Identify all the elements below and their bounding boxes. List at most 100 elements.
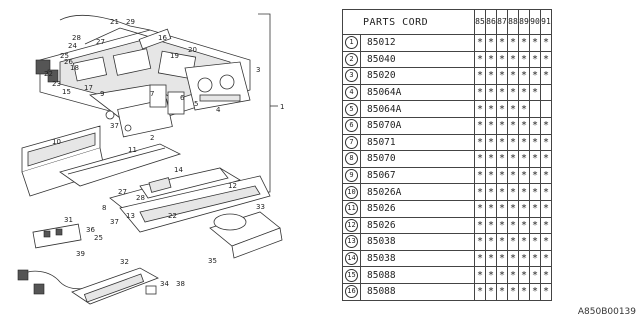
year-mark: * xyxy=(474,166,486,185)
callout: 2 xyxy=(150,134,154,142)
group-bracket xyxy=(258,13,271,193)
year-mark: * xyxy=(474,233,486,251)
year-mark: * xyxy=(518,50,530,69)
year-mark: * xyxy=(496,150,508,168)
year-mark: * xyxy=(507,166,519,185)
callout: 8 xyxy=(102,204,106,212)
year-mark: * xyxy=(540,199,552,218)
callout: 34 xyxy=(160,280,169,288)
callout: 31 xyxy=(64,216,73,224)
part-code: 85040 xyxy=(360,50,475,69)
year-mark: * xyxy=(529,166,541,185)
year-mark: * xyxy=(518,116,530,135)
row-number: 2 xyxy=(342,50,361,69)
year-mark: * xyxy=(496,50,508,69)
year-mark: * xyxy=(496,34,508,52)
year-mark: * xyxy=(540,166,552,185)
callout: 36 xyxy=(86,226,95,234)
glass-11 xyxy=(59,143,182,187)
year-mark: * xyxy=(485,216,497,235)
year-mark: * xyxy=(485,233,497,251)
callout: 5 xyxy=(194,100,198,108)
year-mark: * xyxy=(496,100,508,118)
callout: 15 xyxy=(62,88,71,96)
year-mark: * xyxy=(529,34,541,52)
year-mark: * xyxy=(540,216,552,235)
year-mark: * xyxy=(496,67,508,85)
year-mark: * xyxy=(518,166,530,185)
callout: 37 xyxy=(110,218,119,226)
switch-31 xyxy=(32,223,82,249)
row-number: 3 xyxy=(342,67,361,85)
callout: 22 xyxy=(168,212,177,220)
callout: 21 xyxy=(110,18,119,26)
year-mark: * xyxy=(496,282,508,301)
row-number: 4 xyxy=(342,83,361,102)
year-mark: * xyxy=(474,282,486,301)
header-year: 88 xyxy=(507,9,519,35)
row-number: 6 xyxy=(342,116,361,135)
year-mark: * xyxy=(485,116,497,135)
year-mark: * xyxy=(540,116,552,135)
year-mark: * xyxy=(507,249,519,268)
year-mark: * xyxy=(496,199,508,218)
year-mark: * xyxy=(507,83,519,102)
harness-32 xyxy=(17,267,159,305)
callout: 28 xyxy=(136,194,145,202)
callout: 26 xyxy=(64,58,73,66)
callout: 7 xyxy=(150,90,154,98)
year-mark: * xyxy=(529,282,541,301)
year-mark: * xyxy=(496,249,508,268)
header-year: 86 xyxy=(485,9,497,35)
row-number: 16 xyxy=(342,282,361,301)
panel-10 xyxy=(21,125,106,197)
year-mark: * xyxy=(529,116,541,135)
year-mark: * xyxy=(474,83,486,102)
callout: 38 xyxy=(176,280,185,288)
part-code: 85012 xyxy=(360,34,475,52)
year-mark: * xyxy=(485,100,497,118)
table-header-row: PARTS CORD 85 86 87 88 89 90 91 xyxy=(342,9,552,35)
year-mark: * xyxy=(485,266,497,284)
year-mark: * xyxy=(496,83,508,102)
year-mark: * xyxy=(507,100,519,118)
callout: 37 xyxy=(110,122,119,130)
callout: 11 xyxy=(128,146,137,154)
year-mark: * xyxy=(540,233,552,251)
year-mark: * xyxy=(485,199,497,218)
year-mark: * xyxy=(518,282,530,301)
year-mark: * xyxy=(540,249,552,268)
year-mark: * xyxy=(529,199,541,218)
year-mark: * xyxy=(529,150,541,168)
exploded-parts-diagram: 21 29 16 28 24 27 19 20 3 25 26 18 22 23… xyxy=(17,13,284,305)
part-code: 85088 xyxy=(360,282,475,301)
part-code: 85067 xyxy=(360,166,475,185)
callout: 28 xyxy=(72,34,81,42)
year-mark: * xyxy=(540,67,552,85)
row-number: 8 xyxy=(342,150,361,168)
row-number: 5 xyxy=(342,100,361,118)
year-mark: * xyxy=(540,34,552,52)
year-mark: * xyxy=(474,50,486,69)
unit-33 xyxy=(209,211,283,259)
callout: 25 xyxy=(94,234,103,242)
header-year: 87 xyxy=(496,9,508,35)
year-mark: * xyxy=(529,67,541,85)
year-mark: * xyxy=(474,183,486,201)
year-mark: * xyxy=(518,83,530,102)
row-number: 14 xyxy=(342,249,361,268)
callout: 33 xyxy=(256,203,265,211)
year-mark: * xyxy=(507,116,519,135)
year-mark: * xyxy=(518,100,530,118)
